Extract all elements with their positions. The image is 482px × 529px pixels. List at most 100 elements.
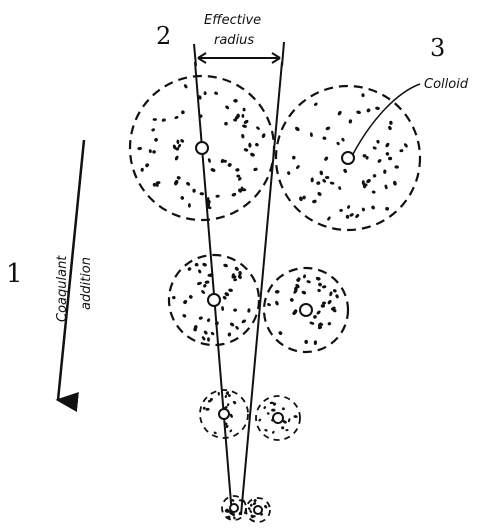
counter-ion	[203, 330, 208, 335]
counter-ion	[224, 122, 228, 126]
label-1: 1	[6, 259, 23, 289]
counter-ion	[205, 408, 209, 411]
counter-ion	[321, 304, 326, 308]
counter-ion	[329, 291, 333, 297]
cloud-right-1	[276, 86, 420, 230]
counter-ion	[210, 331, 215, 336]
counter-ion	[289, 297, 294, 302]
counter-ion	[234, 266, 240, 272]
counter-ion	[287, 171, 291, 175]
counter-ion	[304, 340, 308, 344]
counter-ion	[185, 181, 190, 186]
counter-ion	[336, 141, 340, 146]
counter-ion	[253, 167, 258, 171]
counter-ion	[294, 126, 300, 132]
counter-ion	[213, 431, 217, 435]
counter-ion	[241, 319, 247, 324]
counter-ion	[204, 280, 209, 284]
counter-ion	[348, 119, 352, 124]
counter-ion	[261, 133, 266, 139]
counter-ion	[229, 322, 235, 327]
cloud-left-1	[130, 76, 274, 220]
counter-ion	[227, 162, 233, 168]
label-2: 2	[156, 22, 171, 50]
colloid-particle	[208, 294, 220, 306]
counter-ion	[362, 207, 366, 211]
colloid-particle	[196, 142, 208, 154]
counter-ion	[327, 321, 332, 326]
counter-ion	[243, 119, 249, 125]
counter-ion	[322, 178, 327, 183]
counter-ion	[263, 406, 267, 410]
counter-ion	[322, 301, 326, 304]
counter-ion	[392, 180, 397, 186]
counter-ion	[153, 118, 157, 121]
counter-ion	[317, 288, 322, 292]
counter-ion	[241, 114, 244, 118]
counter-ion	[399, 149, 403, 153]
counter-ion	[343, 168, 348, 174]
counter-ion	[275, 290, 280, 294]
counter-ion	[183, 84, 188, 89]
counter-ion	[263, 504, 267, 509]
colloid-particle	[273, 413, 283, 423]
counter-ion	[292, 156, 296, 160]
counter-ion	[327, 299, 332, 305]
counter-ion	[325, 176, 329, 179]
counter-ion	[174, 155, 179, 161]
counter-ion	[195, 263, 199, 267]
counter-ion	[218, 392, 221, 396]
counter-ion	[137, 147, 142, 151]
cloud-left-3	[200, 390, 248, 438]
cloud-right-4	[246, 498, 270, 522]
counter-ion	[312, 199, 317, 204]
counter-ion	[372, 174, 377, 179]
counter-ion	[345, 214, 349, 219]
counter-ion	[243, 148, 248, 152]
counter-ion	[228, 288, 233, 292]
counter-ion	[192, 189, 195, 193]
counter-ion	[310, 132, 313, 137]
counter-ion	[319, 170, 323, 175]
counter-ion	[248, 143, 252, 148]
counter-ion	[255, 126, 260, 131]
counter-ion	[161, 118, 166, 122]
counter-ion	[200, 289, 205, 294]
counter-ion	[388, 157, 392, 161]
counter-ion	[224, 395, 227, 398]
counter-ion	[253, 499, 257, 503]
counter-ion	[247, 308, 251, 313]
counter-ion	[140, 168, 144, 172]
effective-radius-label-line2: radius	[214, 33, 254, 48]
counter-ion	[314, 340, 317, 345]
counter-ion	[154, 137, 159, 142]
counter-ion	[361, 93, 365, 97]
counter-ion	[295, 164, 300, 169]
counter-ion	[188, 203, 191, 208]
counter-ion	[144, 163, 149, 169]
cloud-right-3	[256, 396, 300, 440]
counter-ion	[349, 212, 354, 217]
label-3: 3	[430, 34, 445, 62]
counter-ion	[385, 207, 389, 211]
counter-ion	[310, 177, 313, 182]
counter-ion	[317, 282, 322, 287]
counter-ion	[210, 167, 216, 172]
counter-ion	[309, 321, 315, 325]
counter-ion	[176, 175, 181, 180]
counter-ion	[354, 213, 359, 219]
counter-ion	[172, 296, 176, 300]
counter-ion	[372, 146, 377, 150]
counter-ion	[315, 276, 321, 281]
counter-ion	[282, 407, 285, 410]
counter-ion	[187, 267, 192, 272]
counter-ion	[227, 332, 231, 336]
counter-ion	[267, 302, 272, 306]
counter-ion	[235, 325, 240, 330]
counter-ion	[254, 142, 259, 147]
counter-ion	[235, 168, 240, 172]
counter-ion	[176, 140, 179, 145]
counter-ion	[288, 418, 291, 423]
counter-ion	[250, 504, 253, 507]
counter-ion	[201, 336, 206, 342]
